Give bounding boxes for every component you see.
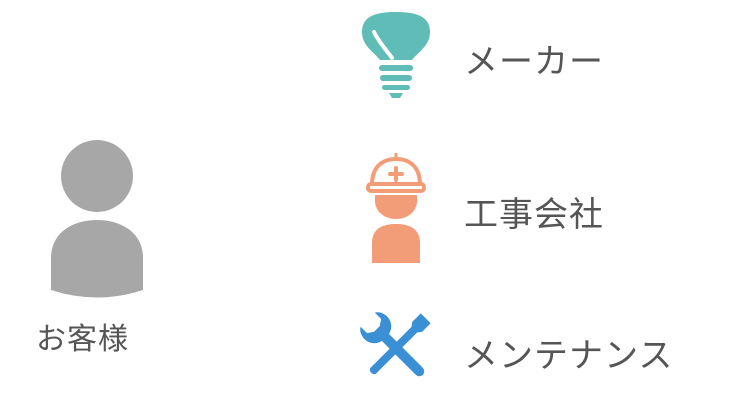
role-contractor: 工事会社 — [356, 153, 716, 263]
role-maker-label: メーカー — [464, 42, 604, 82]
person-icon — [51, 140, 143, 298]
role-maintenance-label: メンテナンス — [464, 336, 674, 376]
wrench-screwdriver-icon — [360, 312, 431, 377]
customer-group: お客様 — [30, 140, 160, 357]
role-contractor-label: 工事会社 — [464, 195, 604, 235]
customer-label: お客様 — [36, 322, 129, 357]
role-maker: メーカー — [356, 10, 716, 100]
construction-worker-icon — [366, 153, 426, 263]
role-maintenance: メンテナンス — [356, 306, 716, 396]
light-bulb-icon — [362, 12, 430, 98]
